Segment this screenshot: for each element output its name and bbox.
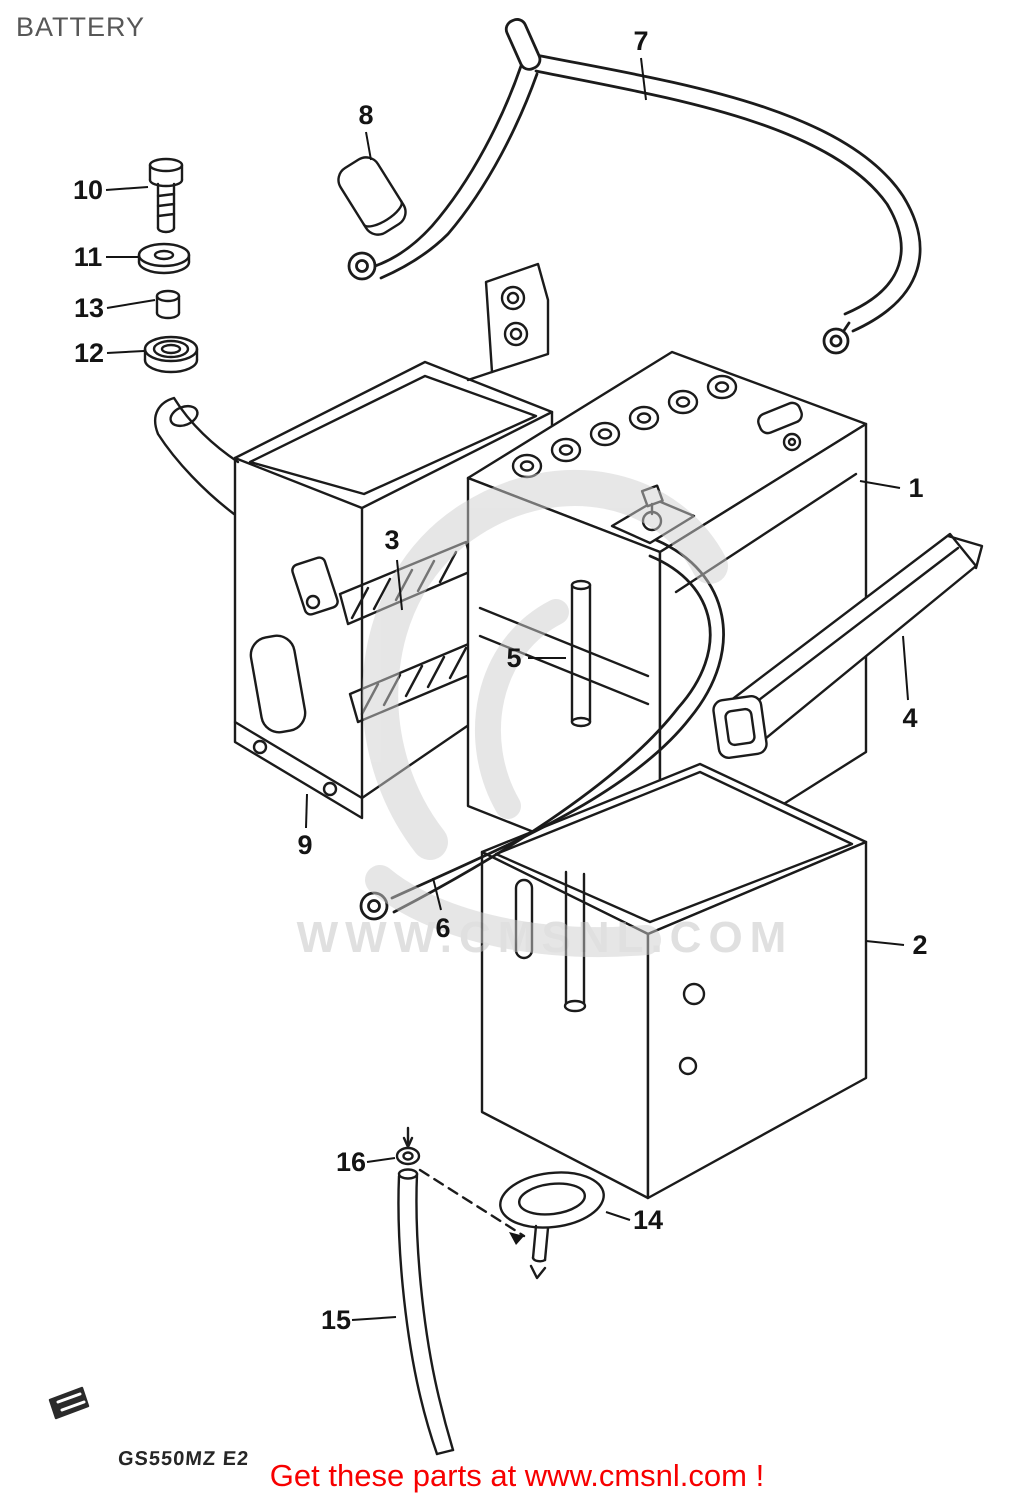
part-leader-line-16	[366, 1157, 396, 1163]
part-number-label-6: 6	[435, 913, 450, 943]
part-leader-line-7	[640, 57, 647, 101]
part-leader-line-10	[105, 186, 149, 191]
mounting-bracket	[466, 262, 550, 382]
part-number-label-10: 10	[73, 175, 103, 205]
part-leader-line-13	[106, 299, 156, 309]
part-number-label-13: 13	[74, 293, 104, 323]
spacer-part-13	[155, 289, 181, 320]
part-number-label-5: 5	[506, 643, 521, 673]
part-leader-line-12	[106, 350, 145, 354]
watermark-text: WWW.CMSNL.COM	[297, 913, 794, 962]
washer-part-11	[137, 242, 191, 275]
grommet-part-12	[143, 335, 199, 374]
part-number-label-15: 15	[321, 1305, 351, 1335]
part-number-label-4: 4	[902, 703, 917, 733]
footer-cta-link[interactable]: Get these parts at www.cmsnl.com !	[269, 1458, 765, 1493]
watermark: WWW.CMSNL.COM	[297, 470, 794, 962]
terminal-cover-part-8	[337, 156, 407, 236]
battery-filler-caps	[511, 374, 738, 479]
part-number-label-1: 1	[908, 473, 923, 503]
clip-part-16	[395, 1126, 421, 1166]
part-leader-line-9	[305, 793, 308, 829]
positive-cable-part-7	[347, 18, 922, 355]
bolt-part-10	[148, 157, 184, 234]
part-number-label-9: 9	[297, 830, 312, 860]
part-leader-line-14	[605, 1211, 631, 1221]
part-number-label-14: 14	[633, 1205, 663, 1235]
part-number-label-16: 16	[336, 1147, 366, 1177]
part-leader-line-6	[432, 877, 442, 911]
part-number-label-12: 12	[74, 338, 104, 368]
drain-tube-part-15	[397, 1168, 455, 1456]
part-number-label-3: 3	[384, 525, 399, 555]
part-number-label-11: 11	[74, 242, 103, 272]
part-leader-line-1	[859, 480, 901, 489]
corner-flag-icon	[48, 1386, 90, 1420]
part-leader-line-4	[902, 635, 909, 701]
part-leader-line-2	[865, 940, 905, 946]
breather-pipe-part-5	[570, 579, 592, 728]
band-part-4	[712, 532, 984, 759]
part-leader-line-3	[396, 559, 403, 611]
part-number-label-2: 2	[912, 930, 927, 960]
part-leader-line-8	[365, 131, 372, 161]
part-number-label-7: 7	[633, 26, 648, 56]
part-number-label-8: 8	[358, 100, 373, 130]
diagram-art	[48, 18, 984, 1456]
drain-cap-part-14	[418, 1168, 605, 1280]
negative-cable-part-6	[359, 538, 725, 921]
page-title: BATTERY	[16, 12, 146, 42]
part-leader-line-15	[351, 1316, 397, 1321]
